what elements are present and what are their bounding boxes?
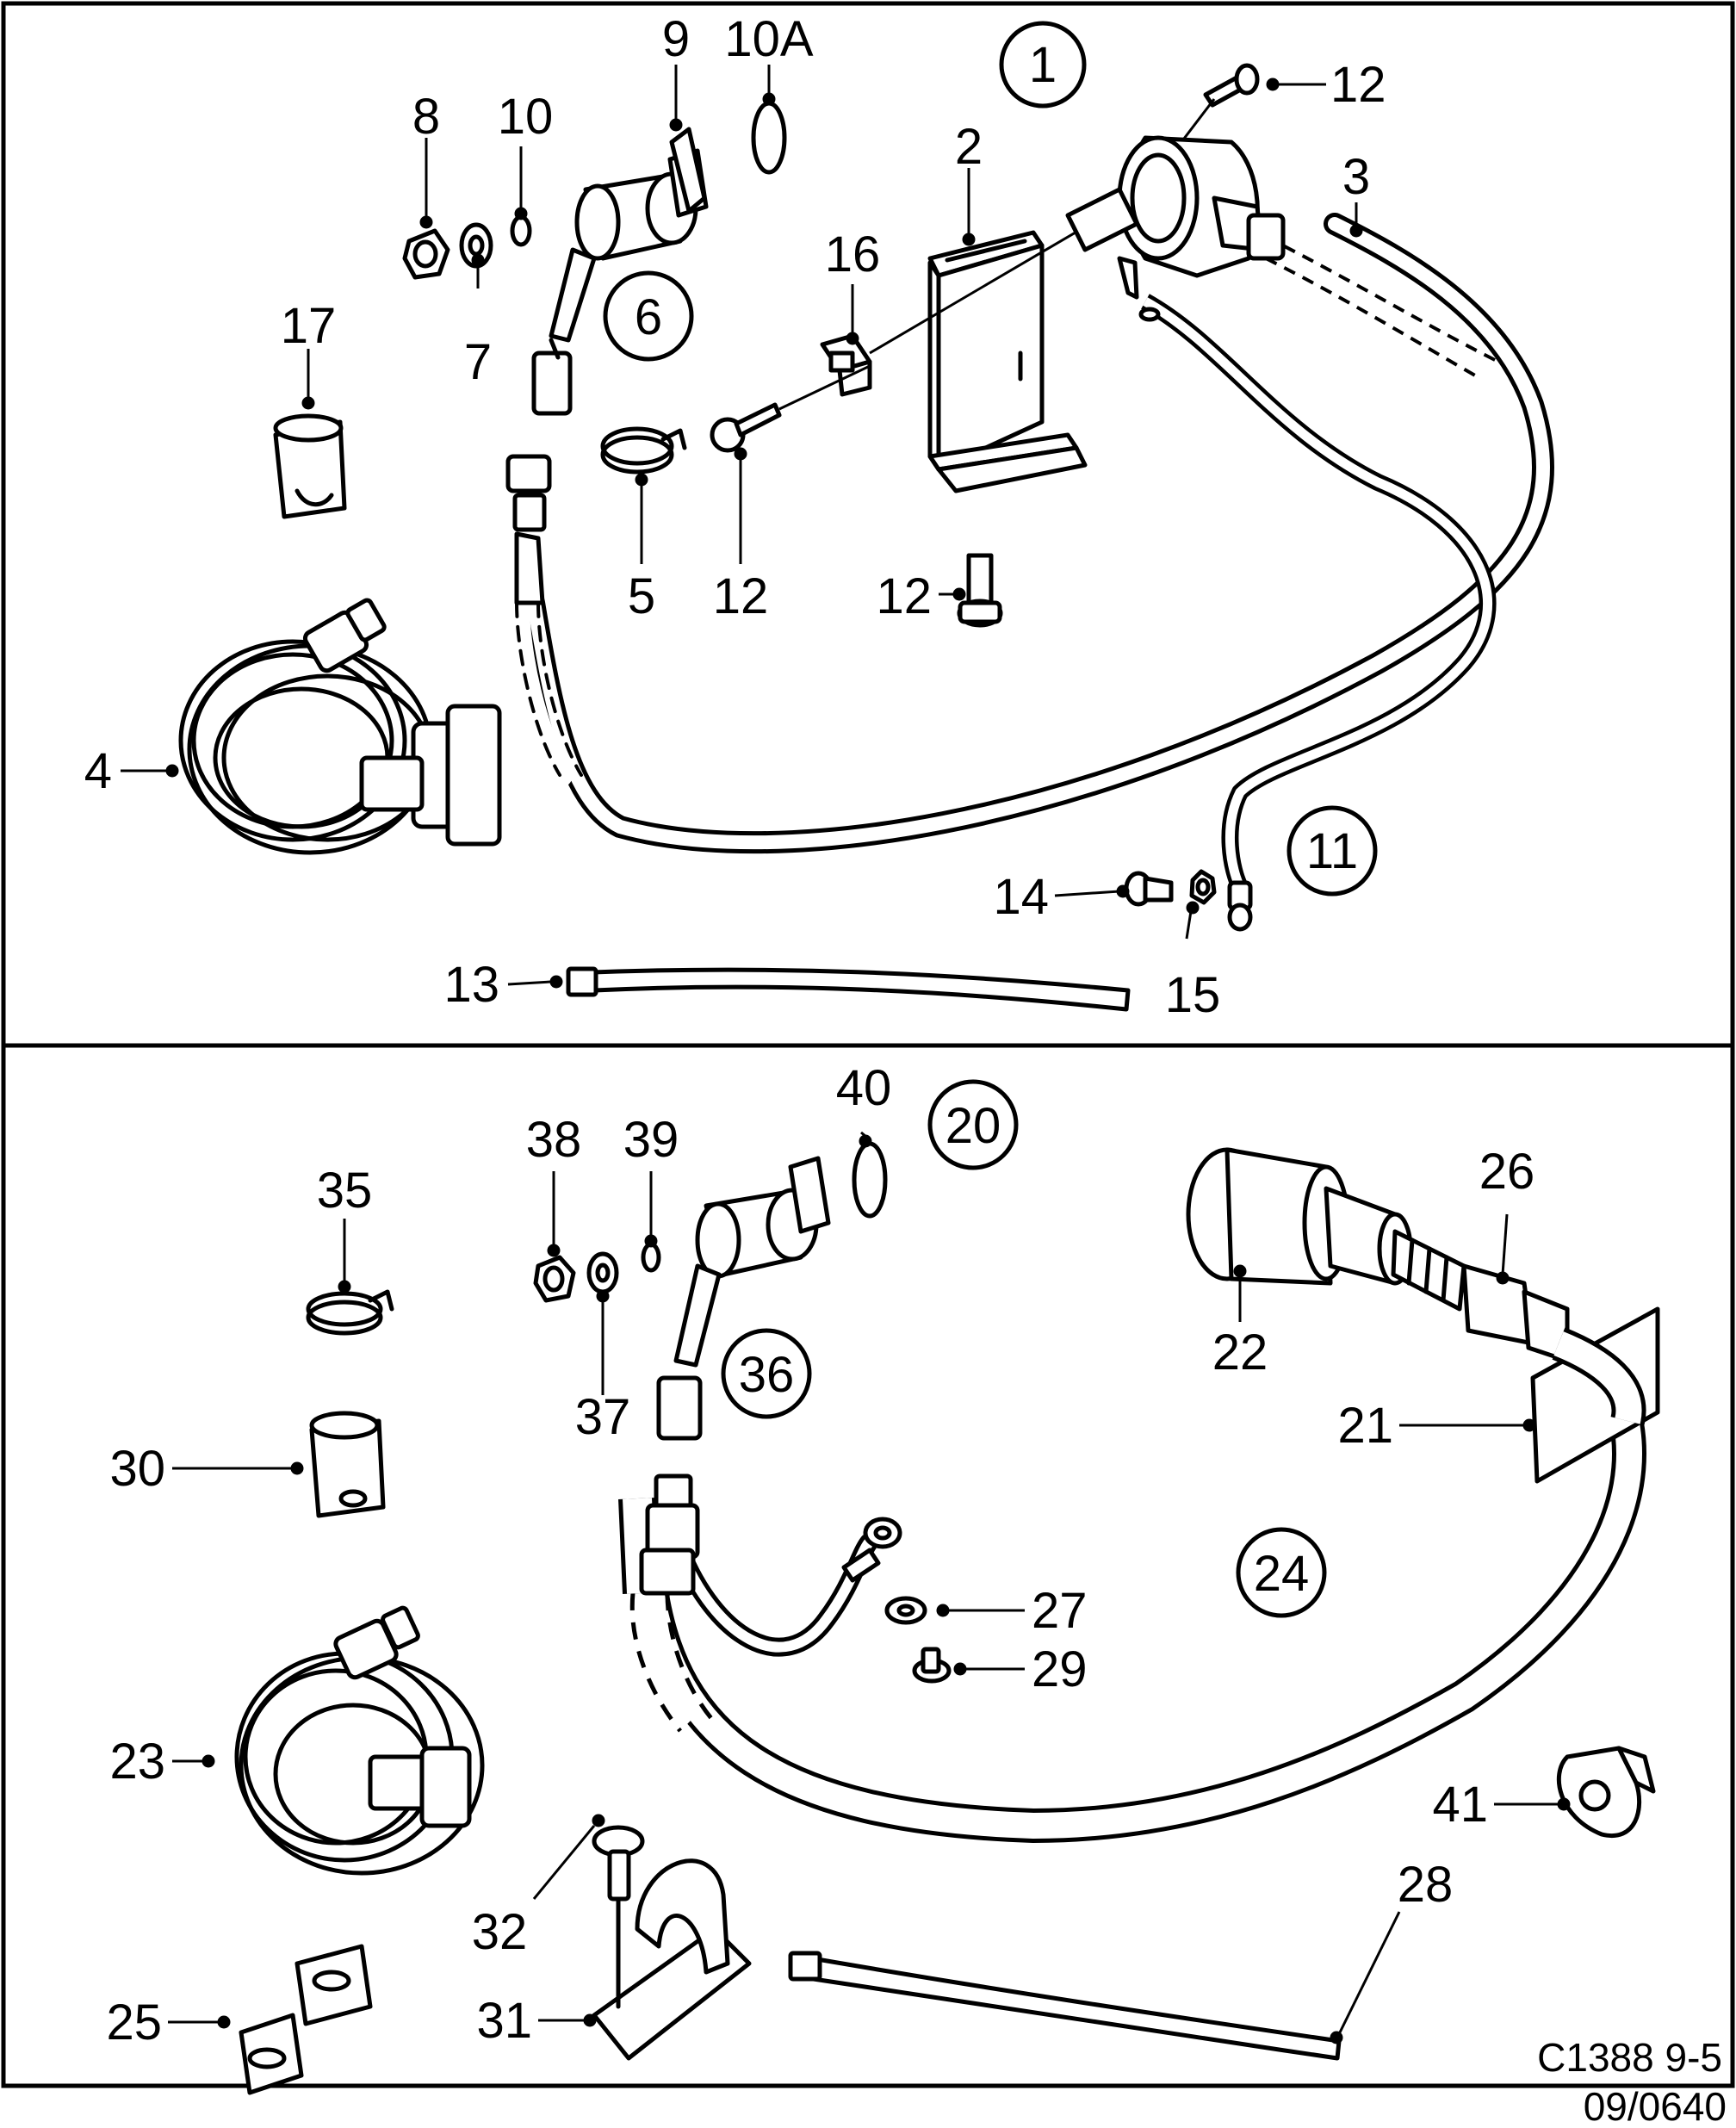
callout-9: 9: [662, 11, 690, 67]
hose-clamp-5: [600, 426, 687, 475]
callout-31: 31: [476, 1993, 532, 2049]
screw-32: [592, 1825, 645, 1902]
top-panel: [178, 63, 1554, 1012]
power-cord-coil-4: [178, 598, 502, 855]
screw-12-left: [710, 402, 782, 453]
callout-24: 24: [1254, 1546, 1310, 1602]
cable-tie-13: [566, 966, 1131, 1012]
callout-7: 7: [464, 334, 492, 390]
bottom-panel: [234, 1141, 1660, 2095]
callout-21: 21: [1337, 1398, 1393, 1454]
power-cord-coil-23: [234, 1605, 485, 1876]
callout-39: 39: [623, 1112, 679, 1168]
callout-4: 4: [84, 743, 112, 799]
callout-12-bottom: 12: [876, 568, 932, 624]
bracket-2: [927, 230, 1088, 493]
screw-12-top: [1203, 63, 1260, 108]
ring-terminal-11: [1227, 880, 1253, 932]
callout-25: 25: [106, 1995, 162, 2050]
callout-36: 36: [739, 1347, 795, 1403]
socket-22: [1186, 1147, 1413, 1286]
callout-35: 35: [317, 1163, 373, 1219]
callout-14: 14: [993, 869, 1049, 925]
callout-3: 3: [1342, 149, 1370, 205]
o-ring-10a: [751, 101, 787, 175]
callout-10: 10: [498, 89, 554, 145]
callout-16: 16: [825, 226, 881, 282]
o-ring-40: [852, 1141, 888, 1219]
callout-38: 38: [526, 1112, 582, 1168]
callout-32: 32: [472, 1904, 528, 1960]
top-dashed-lead: [1265, 235, 1499, 381]
engine-heater-body: [1065, 135, 1286, 322]
bottom-cable-connector: [639, 1473, 700, 1596]
screw-29: [912, 1647, 952, 1684]
assembly-circles: [603, 21, 1378, 1618]
bracket-41: [1556, 1746, 1656, 1839]
callout-37: 37: [575, 1389, 631, 1445]
callout-6: 6: [635, 289, 662, 345]
callout-41: 41: [1432, 1777, 1488, 1833]
screw-14: [1124, 871, 1174, 907]
callout-12-top: 12: [1330, 57, 1386, 113]
callout-11: 11: [1306, 823, 1358, 879]
hose-clamp-35: [306, 1289, 394, 1336]
cable-connector-end: [505, 454, 552, 605]
callout-labels: 1 6 11 8 10 9 10A 7 17 2 16 3 12 5 12 12…: [84, 11, 1727, 2128]
nut-8: [402, 228, 450, 280]
bottom-main-cable: [618, 1389, 1646, 1844]
screw-12-bottom: [957, 553, 1003, 628]
top-second-cable: [1141, 294, 1497, 891]
top-main-cable: [504, 213, 1554, 854]
nut-38: [533, 1255, 576, 1303]
callout-27: 27: [1032, 1583, 1088, 1639]
cable-holder-31: [592, 1858, 752, 2061]
date-code: 09/0640: [1584, 2084, 1727, 2128]
heater-element-36: [656, 1156, 831, 1441]
callout-13: 13: [443, 957, 499, 1013]
callout-30: 30: [109, 1441, 165, 1497]
callout-2: 2: [955, 119, 983, 175]
diagram-frame: [1, 1, 1735, 2088]
callout-17: 17: [281, 298, 337, 354]
bottom-ring-terminal: [841, 1517, 902, 1583]
o-ring-39: [641, 1242, 661, 1273]
gasket-9: [669, 127, 707, 214]
cable-through-plate: [1552, 1327, 1646, 1425]
callout-10a: 10A: [724, 11, 814, 67]
callout-15: 15: [1165, 967, 1221, 1023]
washer-37: [586, 1251, 619, 1294]
callout-5: 5: [628, 568, 655, 624]
leader-lines: [121, 65, 1571, 2044]
callout-28: 28: [1398, 1857, 1454, 1913]
clip-17: [273, 413, 347, 519]
clip-30: [309, 1411, 386, 1518]
callout-26: 26: [1479, 1144, 1535, 1200]
callout-12-left: 12: [713, 568, 769, 624]
assembly-label-1: 1: [1029, 37, 1057, 93]
assembly-label-20: 20: [946, 1098, 1001, 1154]
star-washer-15: [1189, 869, 1217, 905]
o-ring-10: [510, 214, 532, 247]
bottom-ground-lead: [671, 1535, 877, 1657]
callout-22: 22: [1212, 1325, 1268, 1380]
star-washer-27: [884, 1596, 927, 1625]
callout-29: 29: [1032, 1641, 1088, 1697]
callout-23: 23: [109, 1734, 165, 1790]
threaded-fitting-26: [1391, 1229, 1570, 1363]
double-clip-25: [239, 1944, 373, 2095]
callout-40: 40: [836, 1060, 892, 1116]
mounting-plate-21: [1530, 1306, 1660, 1484]
cable-tie-28: [788, 1951, 1342, 2061]
callout-8: 8: [412, 89, 440, 145]
figure-code: C1388 9-5: [1537, 2035, 1722, 2080]
